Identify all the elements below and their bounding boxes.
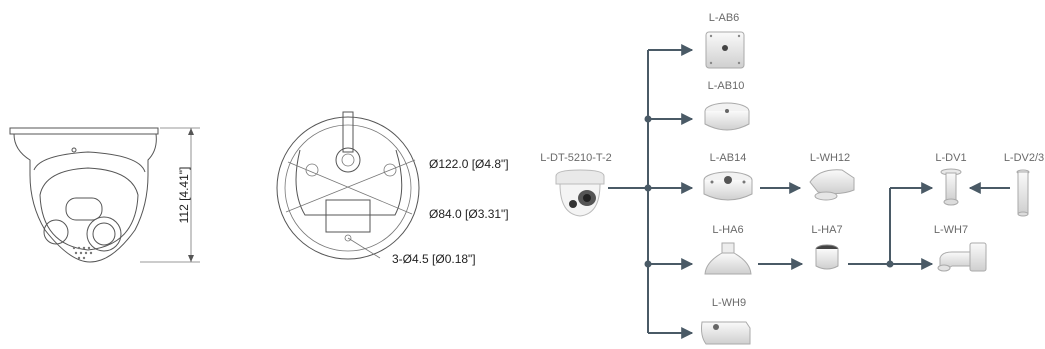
camera-model-label: L-DT-5210-T-2 [540,152,612,164]
hanging-adapter-ha7-image [815,244,839,270]
hanging-adapter-ha6-image [704,242,752,275]
holes-dimension-text: 3-Ø4.5 [Ø0.18"] [392,252,476,266]
flow-junction-dots [644,115,894,268]
accessory-label-dv23: L-DV2/3 [1004,152,1044,164]
wall-mount-wh9-image [701,321,751,345]
accessory-label-ab6: L-AB6 [709,12,740,24]
camera-side-view-drawing [9,127,159,263]
accessory-label-ab10: L-AB10 [708,80,745,92]
accessory-label-ab14: L-AB14 [710,152,747,164]
accessory-label-dv1: L-DV1 [935,152,966,164]
height-dimension-text: 112 [4.41"] [177,167,191,224]
junction-box-ab6-image [705,31,745,69]
pendant-mount-dv1-image [940,168,962,206]
accessory-label-wh9: L-WH9 [712,297,746,309]
wall-mount-wh7-image [937,242,987,272]
height-dimension-line [140,127,200,263]
camera-product-image [555,169,605,217]
junction-box-ab10-image [704,102,750,131]
speaker-grille [72,246,93,260]
accessory-label-ha6: L-HA6 [712,224,743,236]
outer-diameter-text: Ø122.0 [Ø4.8"] [429,157,509,171]
accessory-label-wh7: L-WH7 [934,224,968,236]
accessory-label-wh12: L-WH12 [810,152,850,164]
junction-box-ab14-image [703,171,753,201]
accessory-label-ha7: L-HA7 [811,224,842,236]
camera-bottom-view-drawing [276,111,420,260]
inner-diameter-text: Ø84.0 [Ø3.31"] [429,207,509,221]
wall-mount-wh12-image [809,169,855,201]
pendant-mount-dv23-image [1016,169,1030,217]
